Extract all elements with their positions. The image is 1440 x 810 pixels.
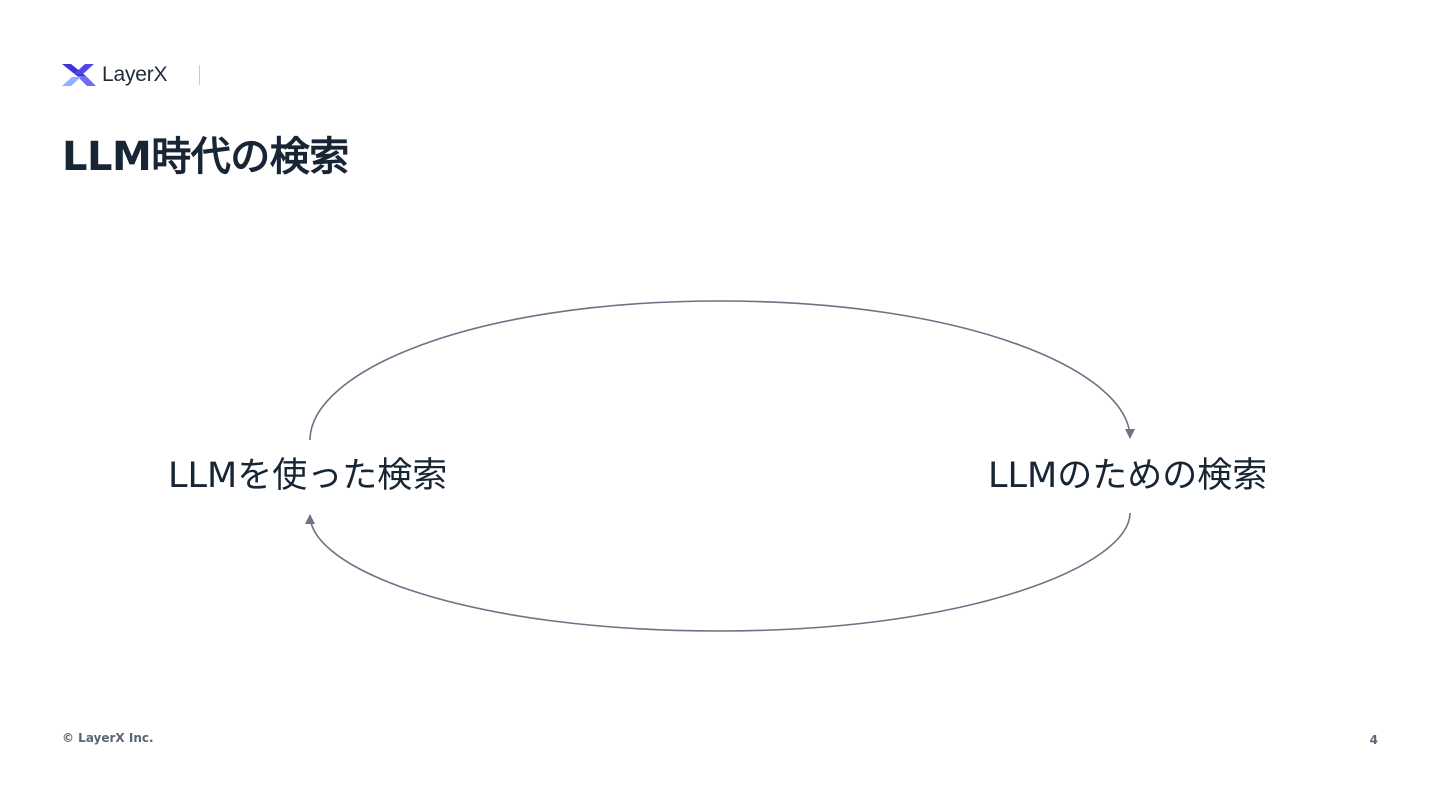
page-number: 4 <box>1369 733 1378 747</box>
footer-copyright: © LayerX Inc. <box>62 731 154 745</box>
edge-right-to-left-arrow <box>305 512 1131 632</box>
brand-logo: LayerX <box>62 60 168 90</box>
edge-left-to-right-arrow <box>309 300 1135 441</box>
node-llm-powered-search: LLMを使った検索 <box>168 456 448 496</box>
header-divider <box>199 65 200 85</box>
node-search-for-llm: LLMのための検索 <box>988 456 1268 496</box>
layerx-logo-icon <box>62 64 96 86</box>
page-title: LLM時代の検索 <box>62 134 349 180</box>
brand-name: LayerX <box>102 63 168 86</box>
